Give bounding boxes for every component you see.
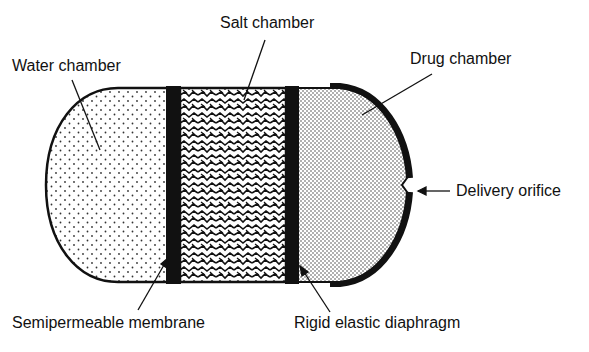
rigid-elastic-diaphragm [285, 86, 299, 284]
callout-label: Salt chamber [218, 14, 316, 32]
drug-chamber-wall [330, 86, 410, 284]
salt-chamber [180, 88, 286, 282]
callout-label: Water chamber [10, 57, 123, 75]
semipermeable-membrane [166, 86, 181, 284]
callout-label: Rigid elastic diaphragm [292, 314, 462, 332]
callout-label: Drug chamber [408, 50, 513, 68]
water-chamber [46, 88, 170, 282]
leader-lines [72, 40, 450, 312]
callout-label: Semipermeable membrane [10, 314, 207, 332]
callout-label: Delivery orifice [454, 182, 563, 200]
